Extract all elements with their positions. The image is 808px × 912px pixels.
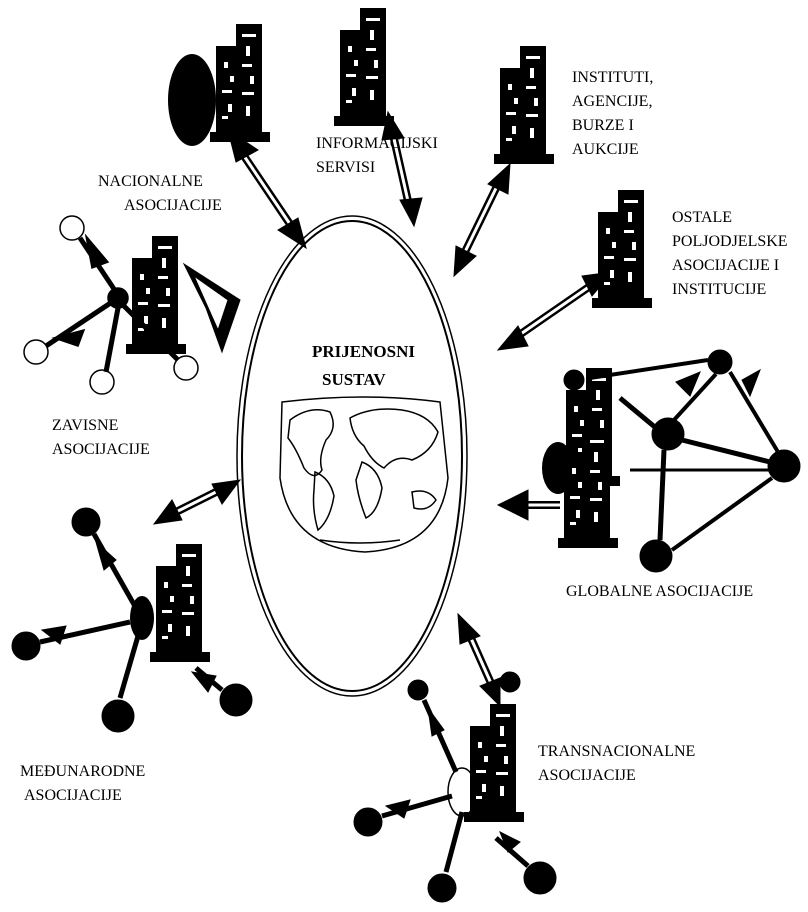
building-icon-ostale: [592, 190, 652, 308]
building-icon-informacijski: [334, 8, 394, 126]
globe-icon: [279, 396, 449, 553]
center-title-line2: SUSTAV: [322, 370, 386, 389]
node-circle-icon-transnacionalne: [353, 671, 557, 903]
label-medunarodne: MEĐUNARODNE ASOCIJACIJE: [20, 763, 146, 804]
building-icon-globalne: [542, 368, 620, 548]
building-icon-medunarodne: [130, 544, 210, 662]
label-ostale: OSTALE POLJODJELSKE ASOCIJACIJE I INSTIT…: [672, 209, 788, 298]
label-globalne: GLOBALNE ASOCIJACIJE: [566, 583, 754, 600]
label-nacionalne: NACIONALNE ASOCIJACIJE: [98, 173, 222, 214]
transfer-system-ellipse: [236, 215, 468, 697]
label-transnacionalne: TRANSNACIONALNE ASOCIJACIJE: [538, 743, 696, 784]
label-zavisne: ZAVISNE ASOCIJACIJE: [52, 417, 150, 458]
label-instituti: INSTITUTI, AGENCIJE, BURZE I AUKCIJE: [572, 69, 654, 158]
building-icon-nacionalne: [168, 24, 270, 146]
center-title-line1: PRIJENOSNI: [312, 342, 415, 361]
label-informacijski: INFORMACIJSKI SERVISI: [316, 135, 438, 176]
node-circle-icon-zavisne: [23, 215, 199, 395]
building-icon-transnacionalne: [447, 704, 524, 822]
node-circle-icon-globalne: [563, 349, 801, 573]
building-icon-instituti: [494, 46, 554, 164]
node-circle-icon-medunarodne: [11, 507, 253, 733]
